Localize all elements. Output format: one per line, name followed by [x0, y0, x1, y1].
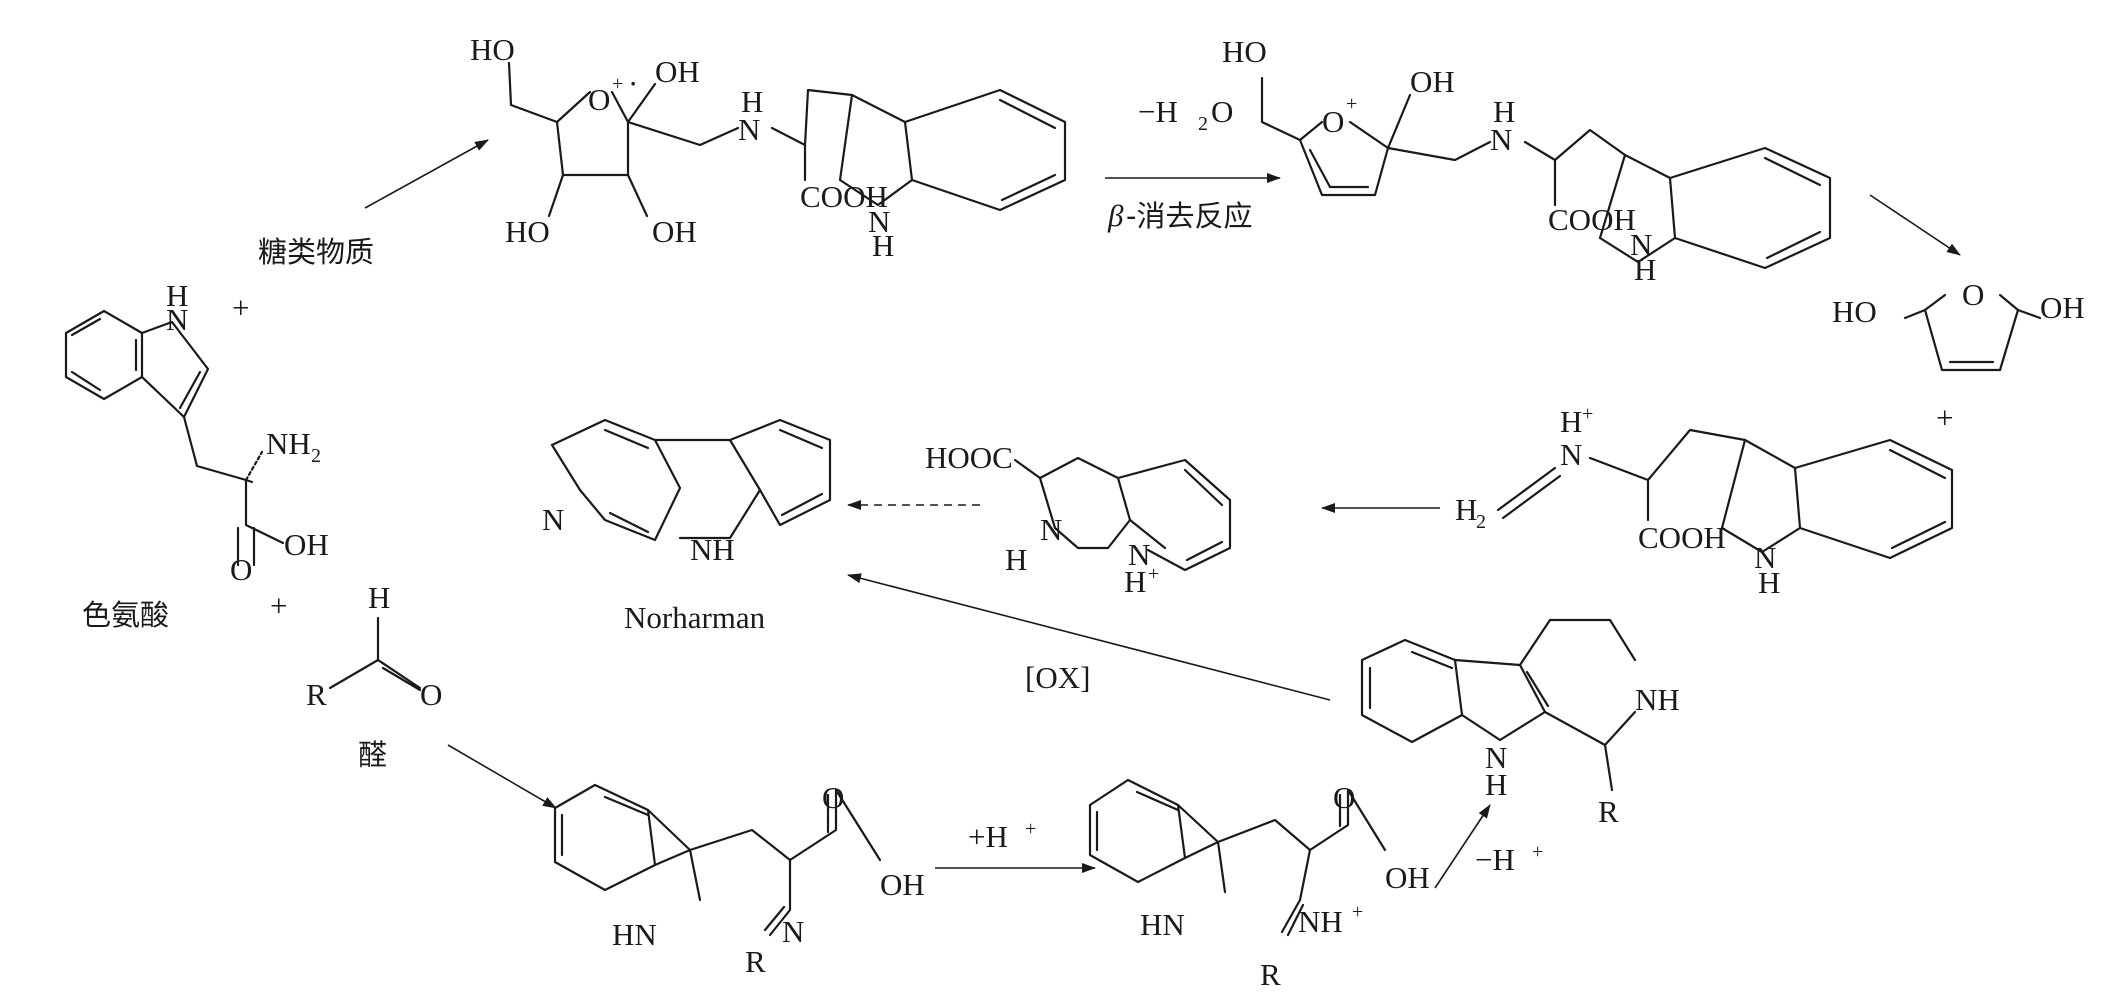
thbc-hooc: HOOC [925, 440, 1013, 475]
arrow-cyclization [1434, 804, 1491, 889]
furan-linker-n: N [1490, 122, 1512, 157]
iminium-h2c-sub: 2 [1476, 511, 1486, 533]
thbc-nh-h: H [1005, 542, 1027, 577]
aldehyde-structure: H R O 醛 [306, 580, 442, 772]
arrow-aldehyde-condensation [447, 744, 557, 809]
norharman-label: Norharman [624, 600, 766, 635]
minus-h2o-sub: 2 [1198, 113, 1208, 135]
amine-nh2: NH [266, 426, 311, 461]
furan-cooh: COOH [1548, 202, 1636, 237]
aldehyde-h: H [368, 580, 390, 615]
anomeric-oh: OH [655, 54, 700, 89]
carboline-indole-h: H [1485, 767, 1507, 802]
arrow-sugar [364, 139, 489, 209]
indole-nh-n: N [166, 302, 188, 337]
furan-ring-o: O [1962, 277, 1984, 312]
arrow-oxidation [847, 573, 1331, 701]
furan-linker-h: H [1493, 94, 1515, 129]
furan-intermediate-structure: HO O + OH N H COOH N H [1222, 34, 1832, 287]
iminium-indole-h: H [1758, 565, 1780, 600]
carboline-nh: NH [1635, 682, 1680, 717]
iminium-indole-n: N [1754, 540, 1776, 575]
iminium-h2c-h: H [1455, 492, 1477, 527]
tryptophan-structure: N H NH 2 OH O 色氨酸 [64, 278, 329, 632]
furanose-adduct-structure: HO O + · OH HO OH N H COOH N H [470, 32, 1067, 263]
protonated-hn: HN [1140, 907, 1185, 942]
furan-oxonium-o: O [1322, 104, 1344, 139]
furan-indole-n: N [1630, 227, 1652, 262]
protonated-charge: + [1352, 901, 1363, 923]
iminium-cooh: COOH [1638, 520, 1726, 555]
protonated-o: O [1333, 780, 1355, 815]
beta-symbol: β [1107, 198, 1124, 233]
oxonium-charge: + [612, 73, 623, 95]
sugar-ho-top: HO [470, 32, 515, 67]
furandiol-ho: HO [1832, 294, 1877, 329]
schiff-hn: HN [612, 917, 657, 952]
schiff-o: O [822, 780, 844, 815]
aldehyde-o: O [420, 677, 442, 712]
furan-oh: OH [1410, 64, 1455, 99]
norharman-pyridine-n: N [542, 502, 564, 537]
protonated-nh: NH [1298, 904, 1343, 939]
indole-nh-h: H [166, 278, 188, 313]
schiff-oh: OH [880, 867, 925, 902]
plus-sign-sugar: + [232, 290, 249, 325]
thbc-n: N [1040, 512, 1062, 547]
schiff-n: N [782, 914, 804, 949]
schiff-r: R [745, 944, 766, 979]
adduct-indole-nh-h: H [872, 228, 894, 263]
furandiol-oh: OH [2040, 290, 2085, 325]
ring-oh-right: OH [652, 214, 697, 249]
adduct-indole-nh-n: N [868, 204, 890, 239]
linker-h: H [741, 84, 763, 119]
protonation-charge: + [1025, 818, 1036, 840]
plus-sign-furan: + [1936, 400, 1953, 435]
norharman-nh: NH [690, 532, 735, 567]
furan-ho-top: HO [1222, 34, 1267, 69]
iminium-h: H [1560, 404, 1582, 439]
thbc-acid-structure: HOOC N H N H + [925, 440, 1232, 599]
protonation-label: +H [968, 819, 1008, 854]
minus-h2o-o: O [1211, 94, 1233, 129]
deprotonation-charge: + [1532, 841, 1543, 863]
schiff-base-structure: O OH HN N R [553, 780, 925, 979]
oxidation-label: [OX] [1025, 660, 1090, 695]
adduct-cooh: COOH [800, 179, 888, 214]
aldehyde-label: 醛 [358, 738, 387, 772]
beta-elimination-label: -消去反应 [1126, 199, 1252, 233]
thbc-charge: + [1148, 563, 1159, 585]
protonated-imine-structure: O OH HN NH + R [1088, 778, 1430, 992]
plus-sign-aldehyde: + [270, 588, 287, 623]
norharman-structure: N NH Norharman [542, 418, 832, 635]
sugar-label: 糖类物质 [258, 235, 374, 269]
deprotonation-label: −H [1475, 842, 1515, 877]
ring-ho-left: HO [505, 214, 550, 249]
tryptophan-label: 色氨酸 [82, 598, 169, 632]
furan-oxonium-charge: + [1346, 93, 1357, 115]
minus-h2o-label: −H [1138, 94, 1178, 129]
carboline-r: R [1598, 794, 1619, 829]
dihydroxyfuran-structure: O HO OH [1832, 277, 2085, 372]
protonated-r: R [1260, 957, 1281, 992]
carboxyl-o: O [230, 552, 252, 587]
furan-indole-h: H [1634, 252, 1656, 287]
radical-dot: · [628, 66, 638, 101]
linker-n: N [738, 112, 760, 147]
carboline-indole-n: N [1485, 740, 1507, 775]
iminium-charge: + [1582, 403, 1593, 425]
aldehyde-r: R [306, 677, 327, 712]
iminium-structure: H 2 N N H + COOH N H [1455, 403, 1954, 600]
protonated-oh: OH [1385, 860, 1430, 895]
amine-nh2-sub: 2 [311, 445, 321, 467]
tetrahydro-carboline-structure: NH N H R [1360, 618, 1680, 829]
iminium-n: N [1560, 437, 1582, 472]
thbc-indole-n: N [1128, 537, 1150, 572]
thbc-indole-h: H [1124, 564, 1146, 599]
carboxyl-oh: OH [284, 527, 329, 562]
ring-oxonium-o: O [588, 82, 610, 117]
arrow-to-furandiol [1869, 194, 1961, 256]
